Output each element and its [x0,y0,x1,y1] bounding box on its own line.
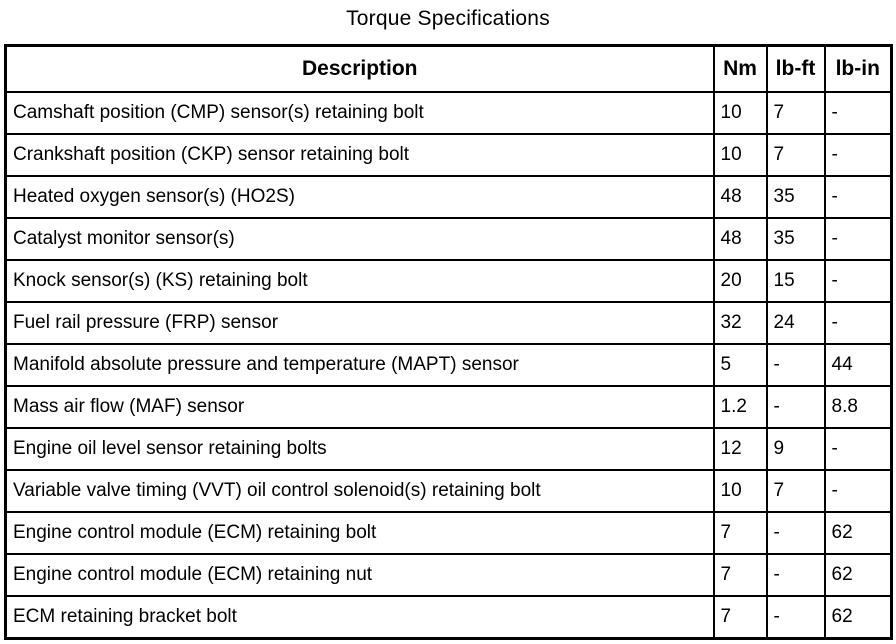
lb-in-cell: - [823,469,893,513]
lb-ft-cell: 35 [765,175,826,219]
description-cell: ECM retaining bracket bolt [4,595,715,640]
table-row: Engine control module (ECM) retaining nu… [4,553,893,597]
nm-cell: 10 [712,133,768,177]
lb-ft-cell: - [765,343,826,387]
description-cell: Camshaft position (CMP) sensor(s) retain… [4,91,715,135]
description-cell: Knock sensor(s) (KS) retaining bolt [4,259,715,303]
nm-cell: 10 [712,469,768,513]
nm-cell: 7 [712,595,768,640]
lb-in-cell: 44 [823,343,893,387]
lb-ft-cell: 7 [765,91,826,135]
description-cell: Variable valve timing (VVT) oil control … [4,469,715,513]
nm-cell: 5 [712,343,768,387]
header-description: Description [4,44,715,93]
lb-ft-cell: - [765,511,826,555]
description-cell: Engine control module (ECM) retaining bo… [4,511,715,555]
description-cell: Crankshaft position (CKP) sensor retaini… [4,133,715,177]
lb-in-cell: - [823,427,893,471]
nm-cell: 10 [712,91,768,135]
lb-ft-cell: 15 [765,259,826,303]
lb-in-cell: - [823,91,893,135]
lb-ft-cell: - [765,595,826,640]
header-row: Description Nm lb-ft lb-in [4,44,893,93]
lb-in-cell: - [823,217,893,261]
description-cell: Manifold absolute pressure and temperatu… [4,343,715,387]
lb-in-cell: 62 [823,553,893,597]
table-row: Camshaft position (CMP) sensor(s) retain… [4,91,893,135]
lb-ft-cell: 24 [765,301,826,345]
lb-in-cell: - [823,301,893,345]
table-row: Crankshaft position (CKP) sensor retaini… [4,133,893,177]
nm-cell: 1.2 [712,385,768,429]
lb-ft-cell: 35 [765,217,826,261]
table-row: Variable valve timing (VVT) oil control … [4,469,893,513]
lb-in-cell: - [823,175,893,219]
description-cell: Heated oxygen sensor(s) (HO2S) [4,175,715,219]
lb-ft-cell: 9 [765,427,826,471]
page-title: Torque Specifications [346,7,550,30]
nm-cell: 20 [712,259,768,303]
lb-ft-cell: - [765,385,826,429]
table-row: Manifold absolute pressure and temperatu… [4,343,893,387]
lb-ft-cell: - [765,553,826,597]
nm-cell: 7 [712,553,768,597]
table-row: Engine control module (ECM) retaining bo… [4,511,893,555]
lb-in-cell: 62 [823,595,893,640]
nm-cell: 48 [712,217,768,261]
header-lb-in: lb-in [823,44,893,93]
nm-cell: 7 [712,511,768,555]
description-cell: Catalyst monitor sensor(s) [4,217,715,261]
description-cell: Engine oil level sensor retaining bolts [4,427,715,471]
description-cell: Fuel rail pressure (FRP) sensor [4,301,715,345]
header-lb-ft: lb-ft [765,44,826,93]
torque-specifications-table: Description Nm lb-ft lb-in Camshaft posi… [4,44,893,640]
lb-in-cell: - [823,259,893,303]
lb-ft-cell: 7 [765,469,826,513]
description-cell: Engine control module (ECM) retaining nu… [4,553,715,597]
nm-cell: 32 [712,301,768,345]
lb-ft-cell: 7 [765,133,826,177]
nm-cell: 48 [712,175,768,219]
header-nm: Nm [712,44,768,93]
nm-cell: 12 [712,427,768,471]
lb-in-cell: 8.8 [823,385,893,429]
lb-in-cell: 62 [823,511,893,555]
description-cell: Mass air flow (MAF) sensor [4,385,715,429]
lb-in-cell: - [823,133,893,177]
